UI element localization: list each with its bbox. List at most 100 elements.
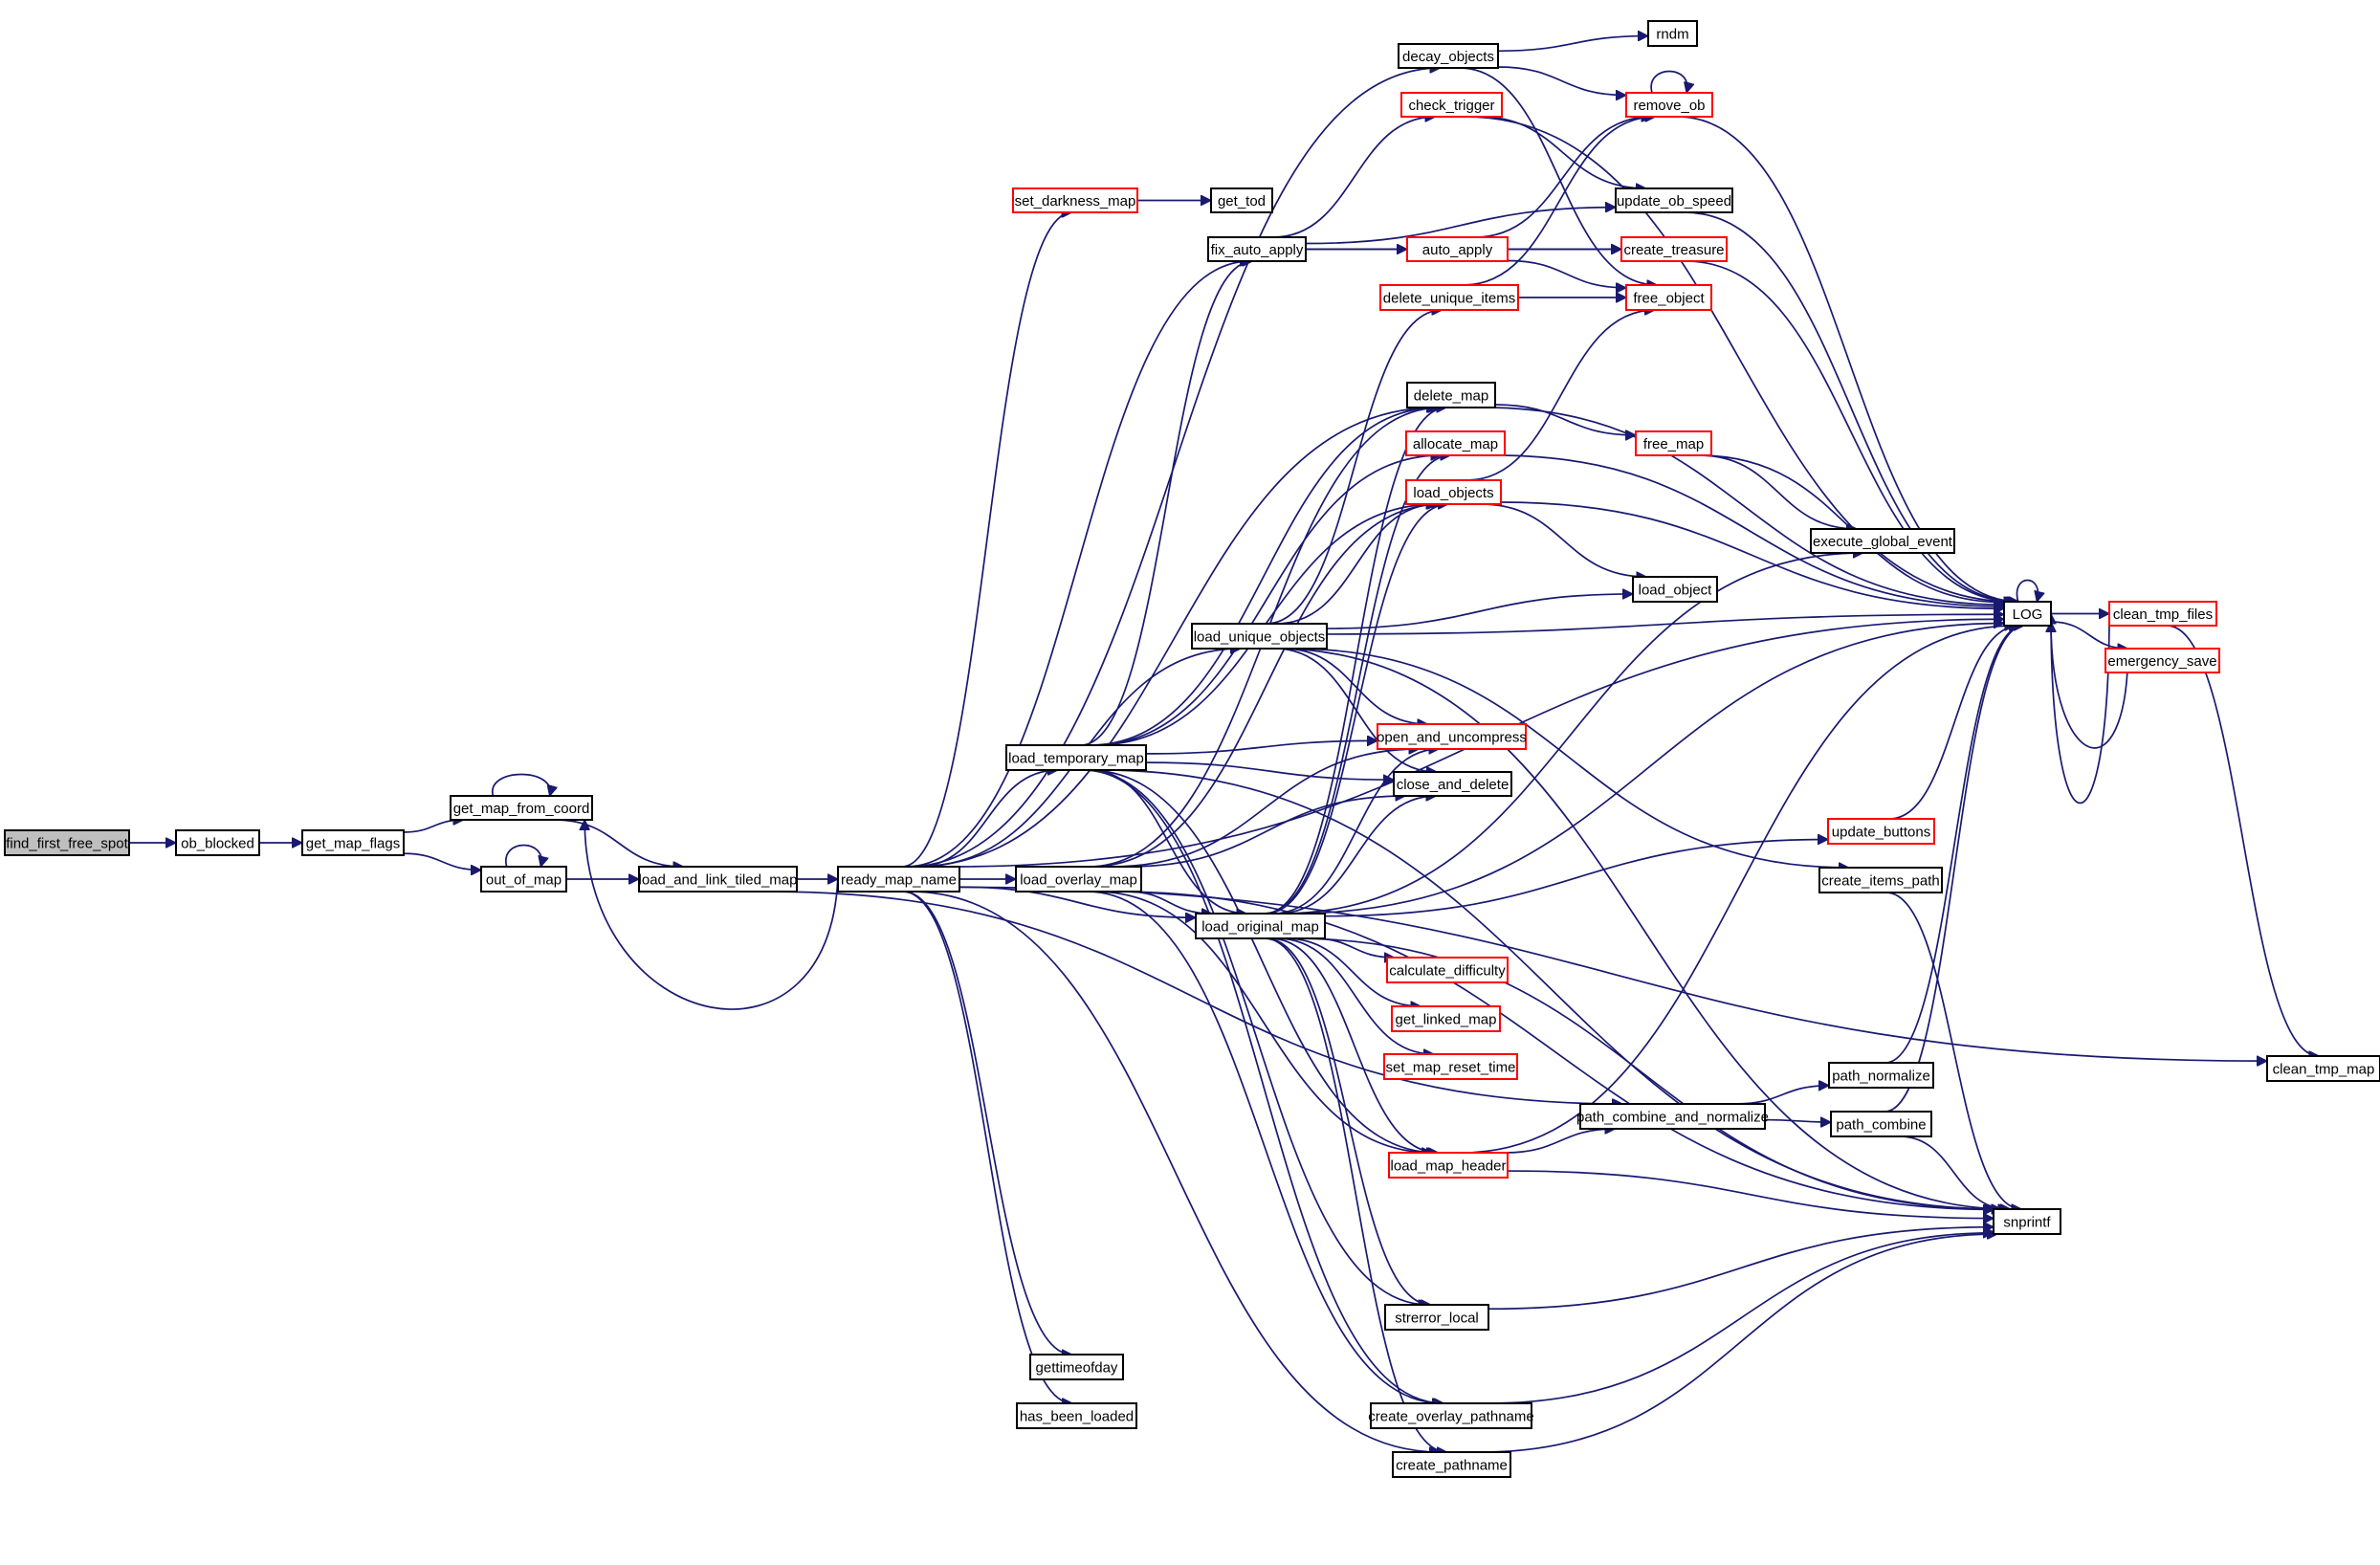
edge-create_overlay_pathname-to-snprintf bbox=[1488, 1233, 1994, 1404]
node-gettimeofday[interactable]: gettimeofday bbox=[1029, 1354, 1124, 1380]
edge-load_objects-to-free_object bbox=[1466, 310, 1655, 481]
node-delete_unique_items[interactable]: delete_unique_items bbox=[1379, 284, 1519, 311]
node-snprintf[interactable]: snprintf bbox=[1993, 1208, 2061, 1235]
node-box bbox=[1579, 1103, 1766, 1130]
node-path_combine[interactable]: path_combine bbox=[1830, 1111, 1932, 1137]
node-label: close_and_delete bbox=[1397, 777, 1510, 793]
node-remove_ob[interactable]: remove_ob bbox=[1625, 92, 1713, 118]
node-free_object[interactable]: free_object bbox=[1625, 284, 1712, 311]
edge-ready_map_name-to-delete_map bbox=[913, 408, 1437, 868]
node-box bbox=[1388, 1152, 1509, 1179]
node-create_pathname[interactable]: create_pathname bbox=[1392, 1451, 1511, 1478]
node-load_original_map[interactable]: load_original_map bbox=[1195, 913, 1326, 939]
node-label: gettimeofday bbox=[1036, 1360, 1118, 1377]
node-label: path_combine bbox=[1836, 1117, 1926, 1134]
edge-auto_apply-to-remove_ob bbox=[1474, 117, 1652, 238]
node-box bbox=[1195, 913, 1326, 939]
node-box bbox=[1647, 20, 1698, 47]
node-open_and_uncompress[interactable]: open_and_uncompress bbox=[1377, 723, 1527, 750]
edge-remove_ob-to-remove_ob bbox=[1650, 70, 1687, 94]
edge-load_temporary_map-to-delete_map bbox=[1089, 408, 1438, 746]
edge-path_combine-to-snprintf bbox=[1899, 1135, 2009, 1209]
node-label: LOG bbox=[2013, 606, 2043, 623]
edge-path_combine_and_normalize-to-path_combine bbox=[1764, 1120, 1831, 1123]
node-box bbox=[2266, 1055, 2380, 1082]
node-has_been_loaded[interactable]: has_been_loaded bbox=[1016, 1402, 1137, 1429]
nodes-layer: find_first_free_spot ob_blocked get_map_fl… bbox=[4, 20, 2380, 1478]
node-get_tod[interactable]: get_tod bbox=[1210, 187, 1273, 213]
edge-load_unique_objects-to-load_object bbox=[1326, 594, 1633, 629]
node-load_overlay_map[interactable]: load_overlay_map bbox=[1015, 866, 1142, 893]
node-box bbox=[1015, 866, 1142, 893]
node-update_ob_speed[interactable]: update_ob_speed bbox=[1615, 187, 1733, 213]
node-out_of_map[interactable]: out_of_map bbox=[480, 866, 567, 893]
edge-load_temporary_map-to-load_map_header bbox=[1087, 769, 1437, 1153]
node-create_overlay_pathname[interactable]: create_overlay_pathname bbox=[1368, 1402, 1534, 1429]
node-label: get_map_from_coord bbox=[453, 801, 590, 817]
node-create_items_path[interactable]: create_items_path bbox=[1818, 867, 1943, 893]
edge-delete_unique_items-to-remove_ob bbox=[1463, 117, 1656, 286]
node-ready_map_name[interactable]: ready_map_name bbox=[837, 866, 960, 893]
edge-load_objects-to-LOG bbox=[1500, 501, 2004, 608]
node-label: get_tod bbox=[1218, 193, 1266, 209]
edge-free_map-to-execute_global_event bbox=[1699, 454, 1857, 529]
edge-load_original_map-to-execute_global_event bbox=[1280, 553, 1863, 915]
node-box bbox=[1016, 1402, 1137, 1429]
node-box bbox=[1191, 623, 1328, 650]
node-decay_objects[interactable]: decay_objects bbox=[1398, 43, 1499, 69]
node-load_temporary_map[interactable]: load_temporary_map bbox=[1005, 744, 1147, 771]
node-free_map[interactable]: free_map bbox=[1635, 430, 1712, 456]
edge-load_objects-to-load_object bbox=[1481, 503, 1646, 577]
node-calculate_difficulty[interactable]: calculate_difficulty bbox=[1386, 957, 1509, 983]
edge-load_original_map-to-load_map_header bbox=[1269, 937, 1439, 1153]
node-create_treasure[interactable]: create_treasure bbox=[1620, 236, 1728, 262]
node-update_buttons[interactable]: update_buttons bbox=[1827, 818, 1935, 845]
node-path_normalize[interactable]: path_normalize bbox=[1828, 1062, 1934, 1089]
node-ob_blocked[interactable]: ob_blocked bbox=[175, 829, 260, 856]
edge-auto_apply-to-free_object bbox=[1507, 259, 1626, 287]
edge-load_temporary_map-to-open_and_uncompress bbox=[1145, 740, 1377, 755]
edge-delete_map-to-free_map bbox=[1494, 404, 1636, 435]
node-box bbox=[1029, 1354, 1124, 1380]
node-load_unique_objects[interactable]: load_unique_objects bbox=[1191, 623, 1328, 650]
node-load_object[interactable]: load_object bbox=[1632, 576, 1718, 603]
node-execute_global_event[interactable]: execute_global_event bbox=[1810, 528, 1955, 554]
node-get_map_from_coord[interactable]: get_map_from_coord bbox=[450, 795, 593, 821]
node-label: remove_ob bbox=[1633, 98, 1705, 114]
node-clean_tmp_map[interactable]: clean_tmp_map bbox=[2266, 1055, 2380, 1082]
node-emergency_save[interactable]: emergency_save bbox=[2105, 648, 2220, 673]
node-check_trigger[interactable]: check_trigger bbox=[1400, 92, 1503, 118]
edge-delete_map-to-LOG bbox=[1484, 407, 2004, 605]
node-get_linked_map[interactable]: get_linked_map bbox=[1391, 1005, 1501, 1032]
node-clean_tmp_files[interactable]: clean_tmp_files bbox=[2108, 601, 2217, 627]
node-find_first_free_spot[interactable]: find_first_free_spot bbox=[4, 829, 130, 856]
node-load_objects[interactable]: load_objects bbox=[1405, 479, 1502, 505]
edge-check_trigger-to-update_ob_speed bbox=[1479, 116, 1646, 188]
node-box bbox=[1406, 236, 1509, 262]
edge-strerror_local-to-snprintf bbox=[1488, 1227, 1994, 1311]
node-label: path_normalize bbox=[1832, 1069, 1930, 1085]
node-load_and_link_tiled_map[interactable]: load_and_link_tiled_map bbox=[638, 866, 798, 893]
node-label: update_buttons bbox=[1832, 825, 1930, 841]
edge-LOG-to-LOG bbox=[2016, 579, 2038, 603]
node-allocate_map[interactable]: allocate_map bbox=[1405, 430, 1506, 456]
node-fix_auto_apply[interactable]: fix_auto_apply bbox=[1207, 236, 1307, 262]
edge-out_of_map-to-out_of_map bbox=[505, 844, 541, 868]
edge-load_unique_objects-to-snprintf bbox=[1275, 648, 2011, 1209]
node-delete_map[interactable]: delete_map bbox=[1406, 382, 1496, 408]
edge-create_items_path-to-snprintf bbox=[1885, 892, 2022, 1209]
node-LOG[interactable]: LOG bbox=[2003, 601, 2052, 627]
node-get_map_flags[interactable]: get_map_flags bbox=[301, 829, 405, 856]
node-load_map_header[interactable]: load_map_header bbox=[1388, 1152, 1509, 1179]
node-close_and_delete[interactable]: close_and_delete bbox=[1393, 771, 1512, 797]
edge-create_treasure-to-LOG bbox=[1686, 260, 2016, 602]
node-path_combine_and_normalize[interactable]: path_combine_and_normalize bbox=[1576, 1103, 1769, 1130]
node-strerror_local[interactable]: strerror_local bbox=[1384, 1304, 1489, 1331]
node-auto_apply[interactable]: auto_apply bbox=[1406, 236, 1509, 262]
edge-create_pathname-to-snprintf bbox=[1481, 1234, 1997, 1453]
edge-remove_ob-to-LOG bbox=[1677, 116, 2019, 602]
edge-ready_map_name-to-load_original_map bbox=[959, 886, 1196, 917]
node-rndm[interactable]: rndm bbox=[1647, 20, 1698, 47]
node-set_map_reset_time[interactable]: set_map_reset_time bbox=[1383, 1053, 1518, 1080]
node-set_darkness_map[interactable]: set_darkness_map bbox=[1012, 187, 1138, 213]
